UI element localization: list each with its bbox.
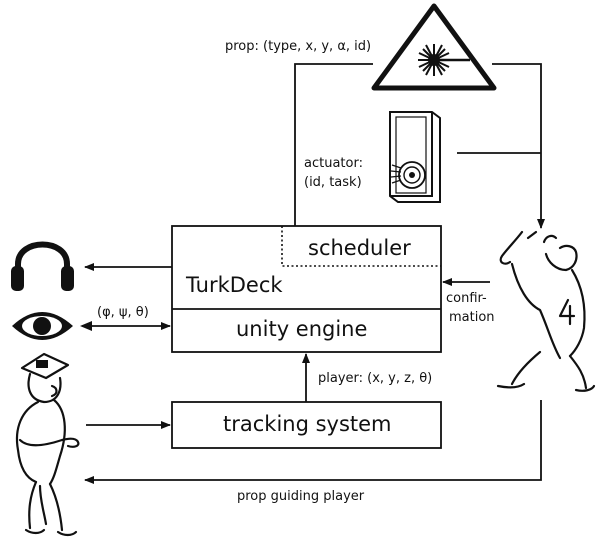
actuator-label-2: (id, task) xyxy=(304,175,362,190)
confirmation-label-1: confir- xyxy=(446,291,487,306)
unity-engine-title: unity engine xyxy=(236,317,367,341)
prop-guiding-arrow xyxy=(84,400,542,484)
prop-line-left xyxy=(294,63,373,226)
headphones-icon xyxy=(11,241,74,291)
worker-icon xyxy=(496,230,596,392)
eye-icon xyxy=(12,312,73,340)
scheduler-box: scheduler xyxy=(281,226,441,267)
laser-warning-icon xyxy=(371,3,497,91)
scheduler-title: scheduler xyxy=(308,236,411,260)
player-icon xyxy=(15,352,80,537)
actuator-label-1: actuator: xyxy=(304,156,363,171)
tracking-system-box: tracking system xyxy=(171,401,442,449)
prop-guiding-label: prop guiding player xyxy=(237,489,365,504)
confirmation-label-2: mation xyxy=(449,310,495,325)
tracking-system-title: tracking system xyxy=(223,412,392,436)
prop-arrow xyxy=(492,63,545,229)
orientation-label: (φ, ψ, θ) xyxy=(97,305,149,320)
orientation-arrowhead-left xyxy=(80,321,92,331)
player-label: player: (x, y, z, θ) xyxy=(318,371,432,386)
turkdeck-title: TurkDeck xyxy=(185,273,283,297)
turkdeck-box: TurkDeck xyxy=(171,225,442,353)
prop-label: prop: (type, x, y, α, id) xyxy=(225,39,371,54)
speaker-actuator-icon xyxy=(389,111,441,203)
